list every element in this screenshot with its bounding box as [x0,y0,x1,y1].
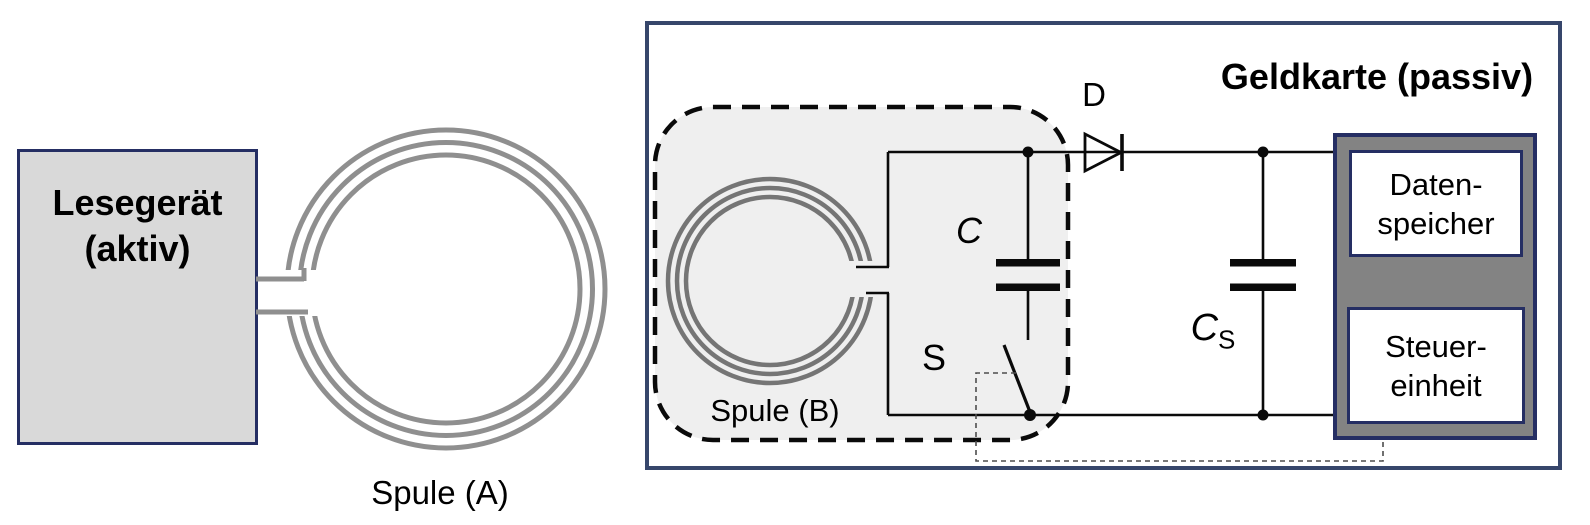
diode-label: D [1082,76,1106,113]
switch-s-icon [1002,344,1032,413]
cs-symbol: C [1190,307,1219,349]
control-unit-line2: einheit [1390,367,1482,403]
capacitor-c-label: C [956,210,982,251]
junction-nodes [1022,146,1269,421]
lesegeraet-box: Lesegerät (aktiv) [17,149,258,445]
data-memory-line2: speicher [1377,205,1495,241]
chip-block: Daten- speicher Steuer- einheit [1333,133,1537,440]
coil-b-label: Spule (B) [710,393,840,428]
reader-title: Lesegerät (aktiv) [20,180,255,272]
reader-title-line1: Lesegerät [52,182,223,223]
control-unit-line1: Steuer- [1385,328,1487,364]
reader-title-line2: (aktiv) [84,228,191,269]
coil-b-icon [665,176,895,386]
card-title: Geldkarte (passiv) [1220,56,1534,97]
capacitor-cs-icon [1230,152,1296,415]
data-memory-line1: Daten- [1389,166,1483,202]
switch-label: S [921,337,946,378]
coil-a-icon [256,127,608,451]
diode-icon [1083,131,1125,174]
data-memory-box: Daten- speicher [1349,150,1523,257]
capacitor-c-icon [996,152,1060,340]
geldkarte-box [645,21,1562,470]
capacitor-cs-label: CS [1153,306,1273,353]
cs-subscript: S [1218,324,1236,355]
coil-a-label: Spule (A) [371,474,509,511]
control-unit-box: Steuer- einheit [1347,307,1525,424]
control-dashed-line [975,372,1384,462]
